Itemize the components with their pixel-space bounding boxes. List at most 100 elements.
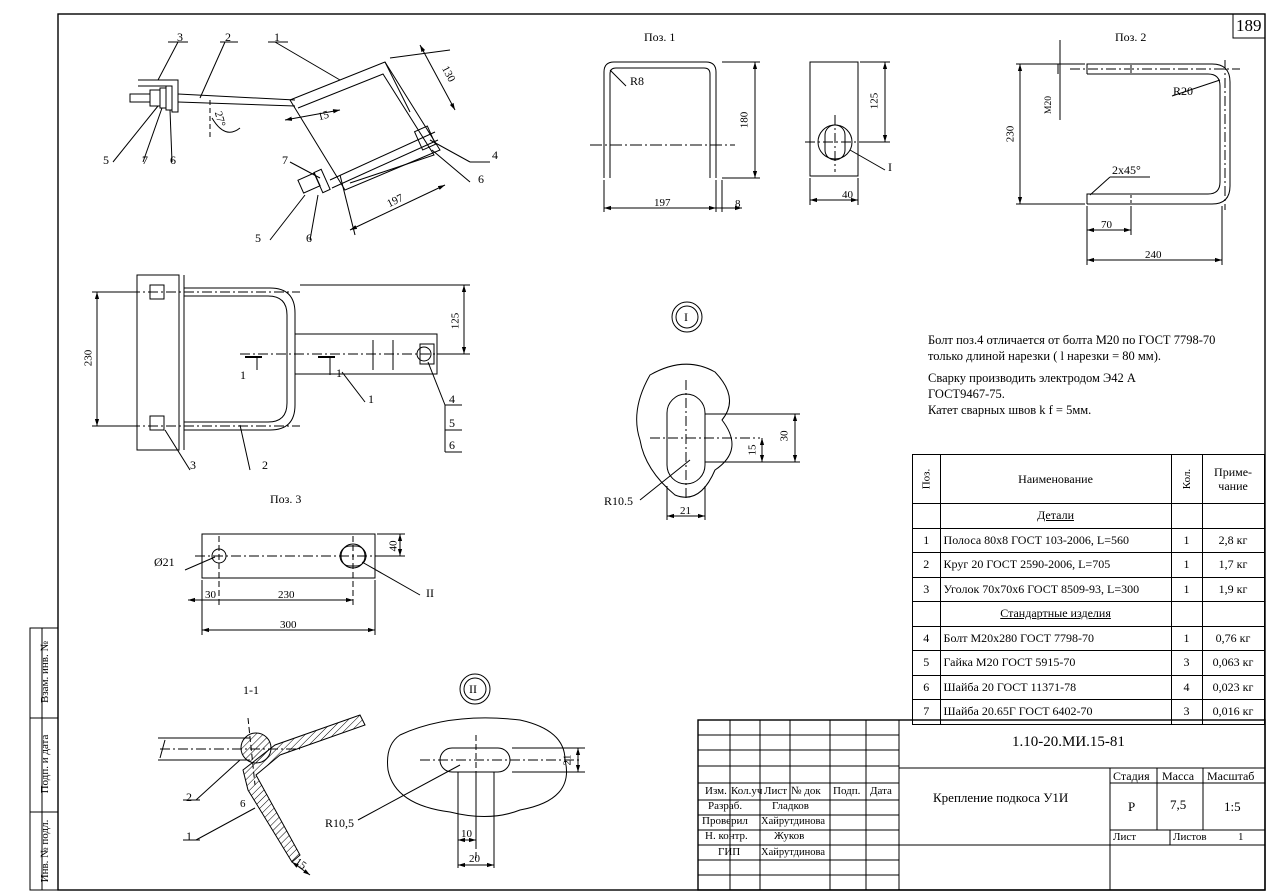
spec-header-pos: Поз. (912, 454, 941, 504)
callout: 6 (306, 231, 312, 245)
stamp-sign-date: Подп. и дата (39, 734, 51, 794)
title-block-frame (697, 719, 1266, 891)
note-line: Болт поз.4 отличается от болта М20 по ГО… (928, 333, 1216, 347)
sheets-label: Листов (1173, 831, 1207, 843)
callout: 3 (177, 30, 183, 44)
callout: 4 (449, 392, 455, 406)
pos1-view (590, 61, 890, 212)
cut-label: 1 (240, 368, 246, 382)
callout: 2 (225, 30, 231, 44)
stage-value: Р (1128, 799, 1136, 814)
pos2-title: Поз. 2 (1115, 30, 1147, 44)
doc-code: 1.10-20.МИ.15-81 (1012, 734, 1125, 750)
note-line: только длиной нарезки ( l нарезки = 80 м… (928, 349, 1161, 363)
spec-header-row: Поз. Наименование Кол. Приме-чание (912, 454, 1265, 504)
stamp-inv-original: Инв. № подл. (39, 819, 51, 883)
callout: II (426, 586, 434, 600)
dim: 2x45° (1112, 163, 1141, 177)
spec-table: Поз. Наименование Кол. Приме-чание Детал… (912, 454, 1265, 725)
callout: 6 (478, 172, 484, 186)
note-line: Катет сварных швов k f = 5мм. (928, 403, 1092, 417)
dim: 125 (449, 312, 462, 330)
dim: 21 (680, 505, 691, 517)
detail-II-view (357, 673, 585, 868)
role: Н. контр. (705, 830, 748, 842)
dim: 125 (868, 92, 881, 110)
cut-label: 1 (336, 366, 342, 380)
plan-view (92, 274, 470, 471)
dim: 6 (240, 798, 246, 810)
spec-header-qty: Кол. (1170, 454, 1203, 504)
callout: 1 (368, 392, 374, 406)
dim: 20 (469, 853, 480, 865)
dim: 8 (735, 198, 741, 210)
dim: 230 (82, 349, 95, 367)
scale-value: 1:5 (1224, 799, 1241, 814)
dim: 15 (746, 444, 759, 456)
pos3-view (184, 533, 421, 635)
person: Хайрутдинова (761, 816, 825, 827)
callout: 3 (190, 458, 196, 472)
pos3-title: Поз. 3 (270, 492, 302, 506)
callout: 5 (449, 416, 455, 430)
dim: R8 (630, 74, 645, 88)
callout: 1 (186, 829, 192, 843)
col-list: Лист (764, 785, 788, 797)
col-izm: Изм. (705, 785, 727, 797)
page-number: 189 (1236, 16, 1262, 35)
dim: 240 (1145, 249, 1162, 261)
section-title: 1-1 (243, 683, 259, 697)
scale-label: Масштаб (1207, 769, 1255, 783)
section-view (158, 714, 366, 876)
callout: 2 (262, 458, 268, 472)
spec-header-note: Приме-чание (1201, 454, 1265, 504)
detail-I-label: I (684, 310, 688, 324)
notes-block: Болт поз.4 отличается от болта М20 по ГО… (928, 332, 1215, 418)
dim: M20 (1043, 96, 1054, 114)
dim: 300 (280, 619, 297, 631)
callout: 7 (282, 153, 288, 167)
mass-value: 7,5 (1170, 797, 1187, 812)
col-date: Дата (870, 785, 892, 797)
role: Проверил (702, 815, 748, 827)
person: Гладков (772, 800, 809, 812)
detail-II-label: II (469, 682, 477, 696)
person: Хайрутдинова (761, 847, 825, 858)
callout: 6 (170, 153, 176, 167)
stage-label: Стадия (1113, 769, 1150, 783)
pos2-view (1016, 40, 1240, 265)
stamp-replaced-inv: Взам. инв. № (39, 641, 51, 703)
drawing-title: Крепление подкоса У1И (933, 790, 1069, 805)
dim: R10.5 (604, 494, 634, 508)
dim: 40 (842, 189, 853, 201)
pos1-title: Поз. 1 (644, 30, 676, 44)
callout: 2 (186, 790, 192, 804)
dim: 10 (461, 828, 472, 840)
callout: 6 (449, 438, 455, 452)
dim: 230 (278, 589, 295, 601)
dim: 21 (561, 754, 574, 766)
spec-section-row: Стандартные изделия (912, 601, 1265, 627)
col-kol: Кол.уч (731, 785, 763, 797)
note-line: Сварку производить электродом Э42 А (928, 371, 1136, 385)
callout: 5 (103, 153, 109, 167)
dim: R10,5 (325, 816, 355, 830)
dim: 197 (654, 197, 671, 209)
sheet-label: Лист (1113, 831, 1137, 843)
spec-section-row: Детали (912, 503, 1265, 529)
callout: 5 (255, 231, 261, 245)
dim: R20 (1173, 84, 1194, 98)
mass-label: Масса (1162, 769, 1195, 783)
sheets-value: 1 (1238, 831, 1244, 843)
dim: 40 (387, 540, 400, 552)
spec-header-name: Наименование (939, 454, 1172, 504)
